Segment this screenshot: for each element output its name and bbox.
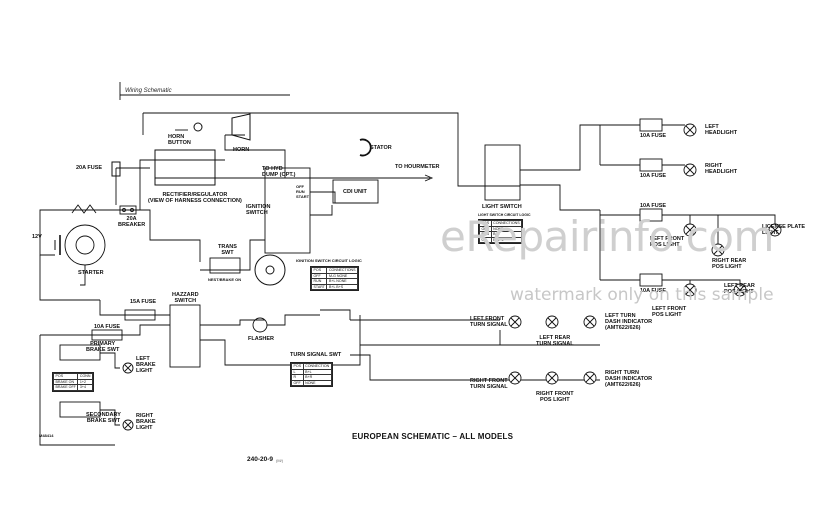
starter-label: STARTER xyxy=(78,270,104,276)
left-front-pos-label: LEFT FRONT POS LIGHT xyxy=(650,236,685,248)
fuse-20a-label: 20A FUSE xyxy=(76,165,103,171)
hourmeter-label: TO HOURMETER xyxy=(395,164,440,170)
primary-brake-label: PRIMARY BRAKE SWT xyxy=(86,341,120,353)
left-front-turn-label: LEFT FRONT TURN SIGNAL xyxy=(470,316,508,328)
hyd-dump-label: TO HYD DUMP (OPT.) xyxy=(262,166,296,178)
fuse-15a-label: 15A FUSE xyxy=(130,299,157,305)
lamp-left-brake xyxy=(122,362,134,374)
lamp-right-front-turn xyxy=(508,371,522,385)
flasher-label: FLASHER xyxy=(248,336,274,342)
lamp-left-front-pos xyxy=(683,223,697,237)
page-header: Wiring Schematic xyxy=(125,88,172,94)
trans-note: NEST/BRAKE ON xyxy=(208,277,242,282)
lamp-right-turn-dash xyxy=(583,371,597,385)
model-code: M48414 xyxy=(39,433,54,438)
stator-coil xyxy=(359,138,372,157)
secondary-brake-box xyxy=(59,401,101,418)
right-brake-light-label: RIGHT BRAKE LIGHT xyxy=(136,413,156,431)
page-number: 240-20-9 xyxy=(247,456,274,463)
horn-button-label: HORN BUTTON xyxy=(168,134,191,146)
cdi-label: CDI UNIT xyxy=(343,189,367,195)
fuse-10a-3-label: 10A FUSE xyxy=(640,203,667,209)
lamp-left-headlight xyxy=(683,123,697,137)
hazard-switch-frame xyxy=(169,304,201,368)
right-turn-dash-label: RIGHT TURN DASH INDICATOR (AMT622/626) xyxy=(605,370,653,388)
fuse-10a-2-label: 10A FUSE xyxy=(640,173,667,179)
hazard-switch-label: HAZZARD SWITCH xyxy=(172,292,199,304)
lamp-left-front-pos-2 xyxy=(683,283,697,297)
fuse-20a-symbol xyxy=(111,161,121,177)
fuse-10a-left-label: 10A FUSE xyxy=(94,324,121,330)
ignition-switch-label: IGNITION SWITCH xyxy=(246,204,271,216)
starter-motor xyxy=(64,224,106,266)
watermark-notice: watermark only on this sample xyxy=(510,285,774,305)
license-plate-label: LICENSE PLATE LIGHT xyxy=(762,224,805,236)
trans-switch-box xyxy=(209,257,241,274)
lamp-right-rear-pos xyxy=(711,243,725,257)
left-rear-pos-label: LEFT REAR POS LIGHT xyxy=(724,283,755,295)
trans-switch-label: TRANS SWT xyxy=(218,244,237,256)
secondary-brake-label: SECONDARY BRAKE SWT xyxy=(86,412,121,424)
right-headlight-label: RIGHT HEADLIGHT xyxy=(705,163,738,175)
breaker-label: 20A BREAKER xyxy=(118,216,146,228)
primary-brake-box xyxy=(59,344,101,361)
left-brake-light-label: LEFT BRAKE LIGHT xyxy=(136,356,156,374)
fuse-10a-4-label: 10A FUSE xyxy=(640,288,667,294)
stator-label: STATOR xyxy=(370,145,392,151)
right-front-turn-label: RIGHT FRONT TURN SIGNAL xyxy=(470,378,508,390)
lamp-license-plate xyxy=(768,223,782,237)
horn-label: HORN xyxy=(233,147,250,153)
ignition-logic-caption: IGNITION SWITCH CIRCUIT LOGIC xyxy=(296,258,362,263)
rectifier-box xyxy=(154,149,216,186)
ignition-positions: OFF RUN START xyxy=(296,184,310,199)
voltage-label: 12V xyxy=(32,234,42,240)
rectifier-label: RECTIFIER/REGULATOR (VIEW OF HARNESS CON… xyxy=(148,192,242,204)
lamp-left-front-turn xyxy=(508,315,522,329)
lamp-right-brake xyxy=(122,419,134,431)
lamp-left-rear-turn xyxy=(545,315,559,329)
left-turn-dash-label: LEFT TURN DASH INDICATOR (AMT622/626) xyxy=(605,313,653,331)
light-switch-label: LIGHT SWITCH xyxy=(482,204,522,210)
watermark-site: eRepairinfo.com xyxy=(440,212,774,261)
right-front-pos-label: RIGHT FRONT POS LIGHT xyxy=(536,391,574,403)
ignition-frame xyxy=(264,167,311,254)
main-bus xyxy=(143,112,520,187)
small-mark: (M/) xyxy=(276,458,284,463)
ignition-key-switch xyxy=(254,254,286,286)
light-switch-frame xyxy=(484,144,521,201)
left-headlight-label: LEFT HEADLIGHT xyxy=(705,124,738,136)
cdi-box xyxy=(332,179,379,204)
left-front-pos-2-label: LEFT FRONT POS LIGHT xyxy=(652,306,687,318)
fuse-10a-left-symbol xyxy=(91,329,123,341)
lamp-left-rear-pos xyxy=(733,283,747,297)
schematic-title: EUROPEAN SCHEMATIC – ALL MODELS xyxy=(352,432,514,441)
left-rear-turn-label: LEFT REAR TURN SIGNAL xyxy=(536,335,574,347)
light-logic-caption: LIGHT SWITCH CIRCUIT LOGIC xyxy=(478,213,531,217)
lamp-left-turn-dash xyxy=(583,315,597,329)
lamp-right-front-pos xyxy=(545,371,559,385)
horn-button-symbol xyxy=(193,122,203,132)
right-rear-pos-label: RIGHT REAR POS LIGHT xyxy=(712,258,747,270)
fuse-10a-1-label: 10A FUSE xyxy=(640,133,667,139)
horn-symbol xyxy=(231,113,251,141)
turn-signal-switch-label: TURN SIGNAL SWT xyxy=(290,352,342,358)
lamp-right-headlight xyxy=(683,163,697,177)
